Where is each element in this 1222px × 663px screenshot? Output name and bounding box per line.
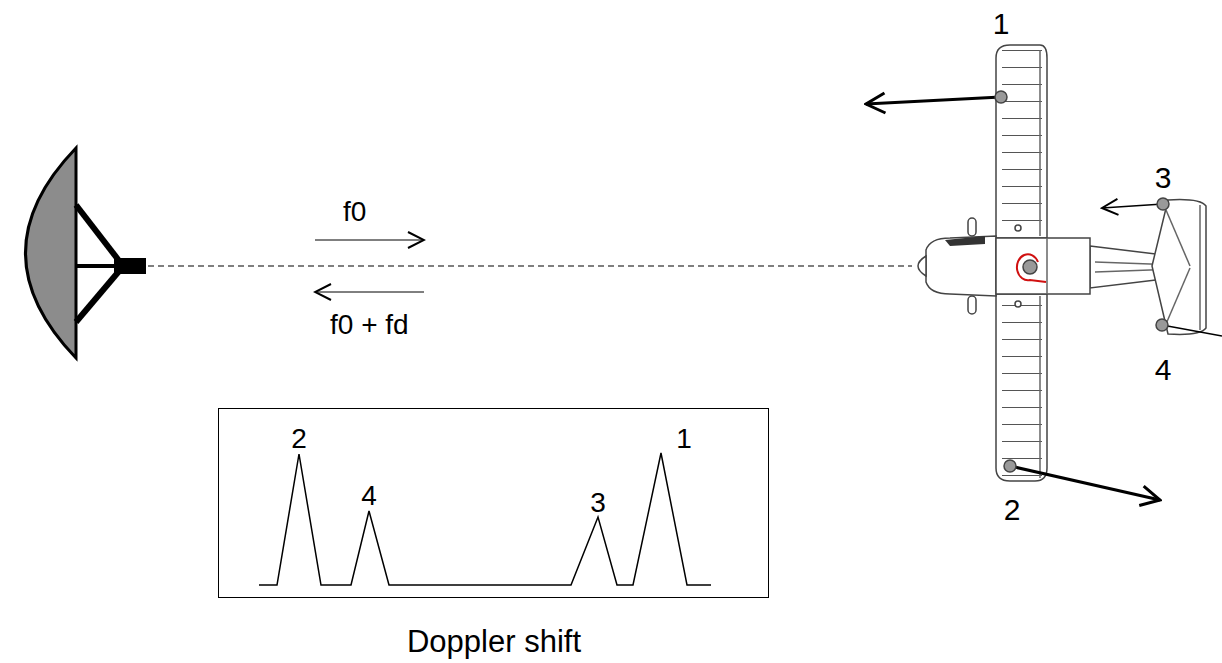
spectrum-box: 2431Doppler shift <box>218 408 769 598</box>
transmit-arrow <box>315 240 424 241</box>
peak-number: 3 <box>590 489 606 517</box>
frequency-label: f0 + fd <box>330 311 409 339</box>
peak-number: 1 <box>676 425 692 453</box>
peak-number: 4 <box>361 482 377 510</box>
axis-caption: Doppler shift <box>407 626 581 657</box>
callout-number: 3 <box>1155 163 1172 193</box>
callout-number: 1 <box>993 9 1010 39</box>
echo-arrow <box>315 292 424 293</box>
rotation-arrow <box>1017 254 1046 282</box>
callout-number: 2 <box>1004 495 1021 525</box>
callout-number: 4 <box>1155 355 1172 385</box>
line-of-sight <box>148 265 912 267</box>
airplane <box>918 45 1206 481</box>
frequency-label: f0 <box>343 198 366 226</box>
scatter-point <box>995 91 1169 472</box>
rotation-center <box>1023 260 1037 274</box>
radar-dish <box>26 148 147 358</box>
peak-number: 2 <box>291 425 307 453</box>
velocity-arrows <box>866 97 1222 500</box>
